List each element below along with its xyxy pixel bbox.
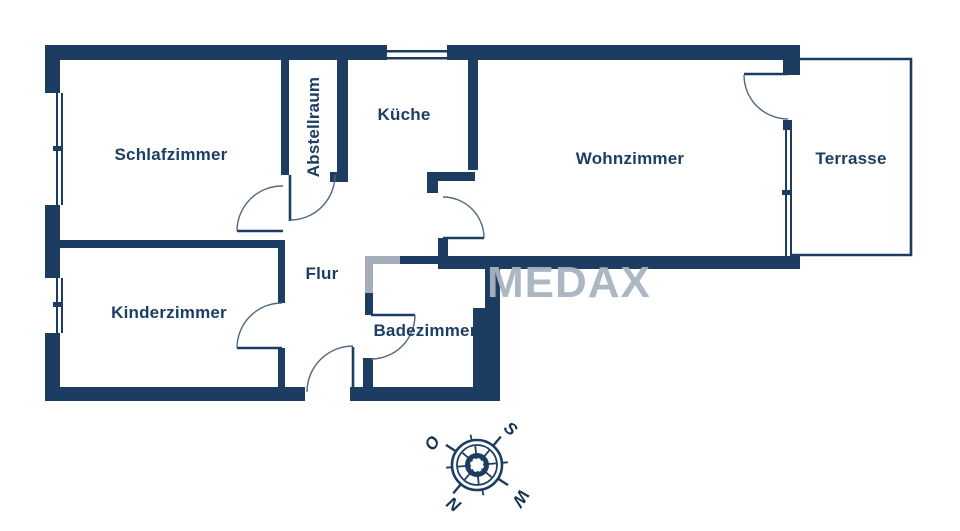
inner-walls	[60, 60, 500, 401]
label-wohnzimmer: Wohnzimmer	[576, 149, 685, 168]
compass-letter-n: N	[443, 493, 465, 516]
compass-rose: S W N O	[421, 418, 533, 516]
watermark-text: MEDAX	[487, 258, 651, 307]
label-kueche: Küche	[378, 105, 431, 124]
terrace-outline	[792, 57, 913, 257]
door-livingroom	[442, 196, 485, 240]
window-childrensroom-left	[53, 278, 63, 333]
compass-spokes	[457, 445, 497, 485]
door-terrace	[743, 72, 789, 120]
door-bedroom	[236, 185, 284, 233]
compass-ticks-short	[446, 434, 508, 496]
label-abstellraum: Abstellraum	[304, 77, 323, 177]
label-flur: Flur	[306, 264, 339, 283]
compass-letter-o: O	[421, 433, 444, 454]
door-storage	[288, 174, 336, 221]
door-bathroom	[370, 313, 416, 360]
door-childrensroom	[236, 302, 283, 350]
label-terrasse: Terrasse	[815, 149, 886, 168]
light-walls	[365, 256, 400, 293]
outer-walls	[45, 45, 800, 401]
window-livingroom-terrace	[782, 130, 792, 257]
compass-ticks-long	[445, 435, 509, 495]
label-schlafzimmer: Schlafzimmer	[115, 145, 228, 164]
compass-letter-w: W	[507, 486, 533, 511]
window-bedroom-left	[53, 93, 63, 205]
label-badezimmer: Badezimmer	[373, 321, 476, 340]
label-kinderzimmer: Kinderzimmer	[111, 303, 227, 322]
door-entry	[306, 345, 355, 393]
window-kitchen-top	[387, 50, 447, 60]
compass-letter-s: S	[500, 418, 521, 440]
